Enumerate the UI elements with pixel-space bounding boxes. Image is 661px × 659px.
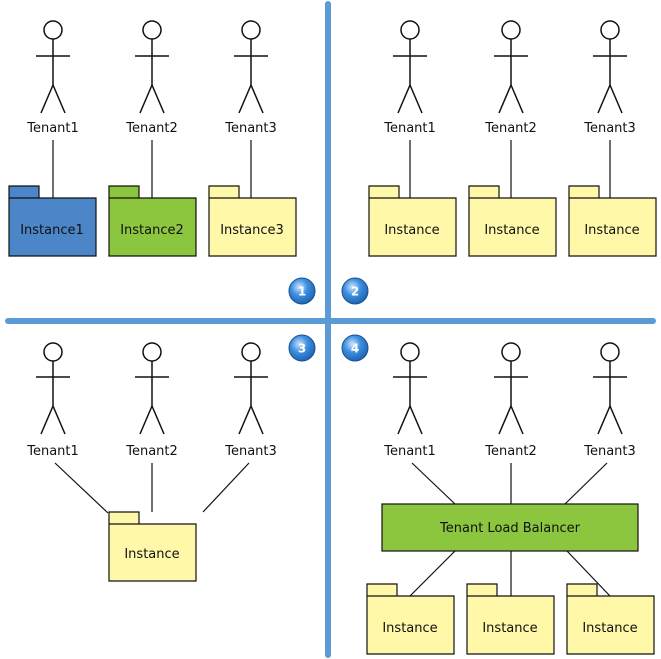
tenant-label: Tenant3	[224, 121, 277, 136]
actor-icon	[393, 20, 427, 114]
q1-instance-3: Instance3	[208, 185, 297, 257]
folder-icon	[568, 185, 657, 257]
tenant-label: Tenant3	[224, 444, 277, 459]
badge-number: 3	[298, 342, 306, 356]
q4-tenant-1: Tenant1	[383, 342, 436, 459]
connector	[202, 462, 250, 513]
tenant-label: Tenant2	[125, 121, 178, 136]
connector	[409, 550, 456, 597]
tenant-label: Tenant1	[26, 121, 79, 136]
tenant-label: Tenant2	[125, 444, 178, 459]
q3-tenant-1: Tenant1	[26, 342, 79, 459]
folder-icon	[208, 185, 297, 257]
q4-tenant-3: Tenant3	[583, 342, 636, 459]
actor-icon	[234, 20, 268, 114]
folder-icon	[8, 185, 97, 257]
q1-instance-2: Instance2	[108, 185, 197, 257]
connector	[54, 462, 109, 514]
badge-3: 3	[288, 334, 316, 362]
quadrant-4: Tenant1 Tenant2 Tenant3	[366, 342, 655, 655]
quadrant-3: Tenant1 Tenant2 Tenant3	[26, 342, 277, 582]
badge-number: 1	[298, 285, 306, 299]
tenant-label: Tenant2	[484, 444, 537, 459]
tenant-label: Tenant1	[26, 444, 79, 459]
connector	[411, 462, 456, 505]
instance-label: Instance2	[120, 223, 184, 238]
folder-icon	[368, 185, 457, 257]
tenant-label: Tenant1	[383, 121, 436, 136]
q1-instance-1: Instance1	[8, 185, 97, 257]
badge-1: 1	[288, 277, 316, 305]
badge-4: 4	[341, 334, 369, 362]
actor-icon	[393, 342, 427, 435]
badge-number: 2	[351, 285, 359, 299]
actor-icon	[494, 20, 528, 114]
actor-icon	[36, 20, 70, 114]
tenant-label: Tenant2	[484, 121, 537, 136]
instance-label: Instance1	[20, 223, 84, 238]
q2-instance-2: Instance	[468, 185, 557, 257]
tenant-label: Tenant1	[383, 444, 436, 459]
load-balancer-box	[381, 503, 639, 552]
q2-instance-1: Instance	[368, 185, 457, 257]
tenant-label: Tenant3	[583, 121, 636, 136]
q1-tenant-2: Tenant2	[125, 20, 178, 136]
quadrant-1: Tenant1 Tenant2 Tenant3	[8, 20, 297, 257]
quadrant-2: Tenant1 Tenant2 Tenant3	[368, 20, 657, 257]
folder-icon	[466, 583, 555, 655]
q3-tenant-3: Tenant3	[224, 342, 277, 459]
actor-icon	[234, 342, 268, 435]
q2-tenant-3: Tenant3	[583, 20, 636, 136]
instance-label: Instance	[582, 621, 637, 636]
load-balancer-label: Tenant Load Balancer	[439, 521, 581, 536]
q4-instance-1: Instance	[366, 583, 455, 655]
q4-instance-2: Instance	[466, 583, 555, 655]
badge-number: 4	[351, 342, 359, 356]
folder-icon	[108, 185, 197, 257]
instance-label: Instance	[384, 223, 439, 238]
instance-label: Instance3	[220, 223, 284, 238]
actor-icon	[135, 20, 169, 114]
folder-icon	[366, 583, 455, 655]
q2-tenant-1: Tenant1	[383, 20, 436, 136]
folder-icon	[566, 583, 655, 655]
connector	[566, 550, 611, 597]
folder-icon	[108, 511, 197, 582]
q4-instance-3: Instance	[566, 583, 655, 655]
actor-icon	[494, 342, 528, 435]
q1-tenant-1: Tenant1	[26, 20, 79, 136]
instance-label: Instance	[584, 223, 639, 238]
actor-icon	[36, 342, 70, 435]
actor-icon	[135, 342, 169, 435]
badge-2: 2	[341, 277, 369, 305]
instance-label: Instance	[482, 621, 537, 636]
q3-tenant-2: Tenant2	[125, 342, 178, 459]
folder-icon	[468, 185, 557, 257]
q3-instance: Instance	[108, 511, 197, 582]
instance-label: Instance	[484, 223, 539, 238]
q2-instance-3: Instance	[568, 185, 657, 257]
instance-label: Instance	[382, 621, 437, 636]
tenant-label: Tenant3	[583, 444, 636, 459]
connector	[564, 462, 608, 505]
q2-tenant-2: Tenant2	[484, 20, 537, 136]
q1-tenant-3: Tenant3	[224, 20, 277, 136]
q4-tenant-2: Tenant2	[484, 342, 537, 459]
actor-icon	[593, 20, 627, 114]
actor-icon	[593, 342, 627, 435]
instance-label: Instance	[124, 547, 179, 562]
tenant-load-balancer: Tenant Load Balancer	[381, 503, 639, 552]
